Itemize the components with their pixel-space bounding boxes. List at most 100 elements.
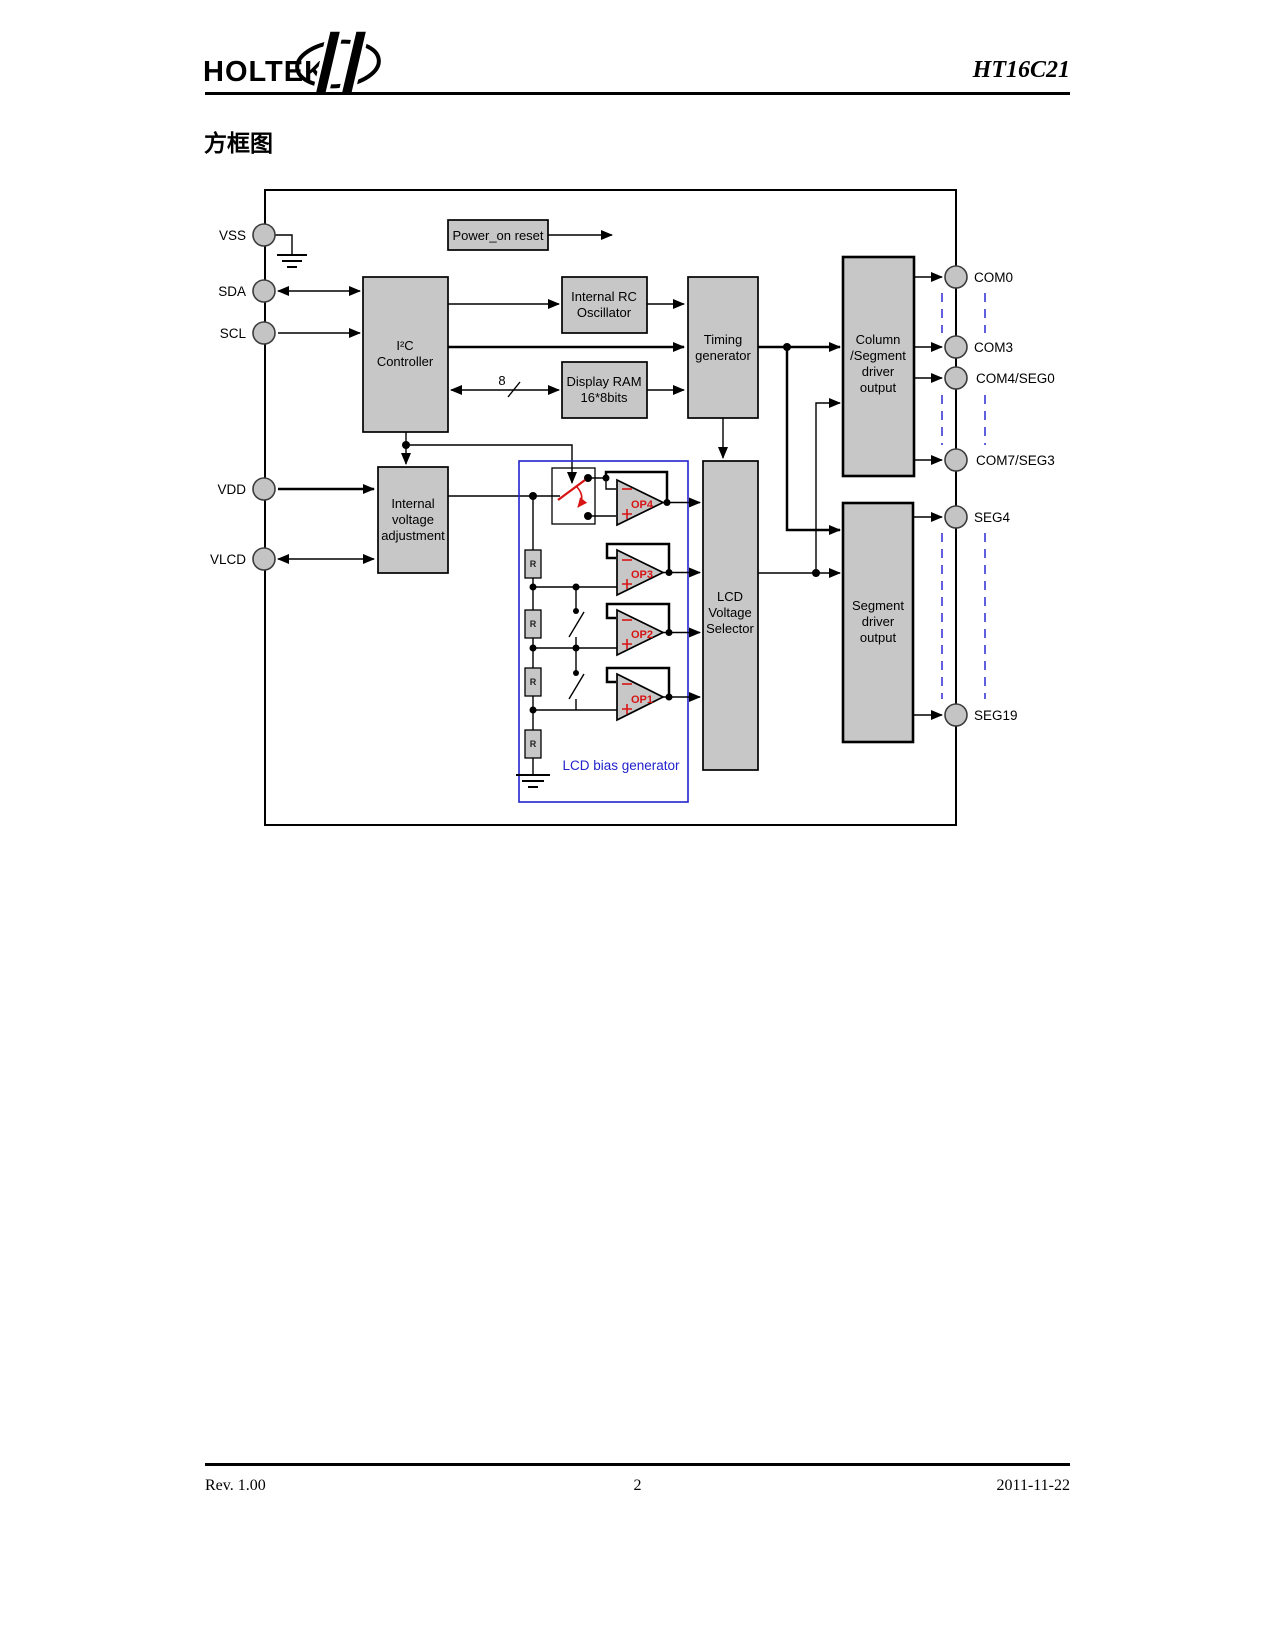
- svg-text:Internal: Internal: [391, 496, 434, 511]
- svg-text:voltage: voltage: [392, 512, 434, 527]
- pin-vdd-label: VDD: [217, 482, 246, 497]
- pin-vlcd-label: VLCD: [210, 552, 246, 567]
- lcd-bias-generator: LCD bias generator R R R R: [516, 460, 701, 803]
- resistor-3: [524, 667, 542, 697]
- opamp-op4: OP4: [588, 470, 701, 527]
- op3-label: OP3: [631, 569, 653, 581]
- svg-text:Voltage: Voltage: [708, 605, 751, 620]
- pin-com4-seg0-label: COM4/SEG0: [976, 371, 1055, 386]
- part-number: HT16C21: [972, 57, 1070, 83]
- right-pins: COM0 COM3 COM4/SEG0 COM7/SEG3 SEG4 SEG19: [944, 265, 1055, 727]
- footer-page-number: 2: [633, 1477, 642, 1494]
- logo-slash-2: [337, 28, 371, 96]
- block-power-on-reset: Power_on reset: [447, 219, 549, 251]
- svg-text:Controller: Controller: [377, 354, 434, 369]
- pin-com7-seg3-label: COM7/SEG3: [976, 453, 1055, 468]
- switch-frame: [551, 467, 596, 525]
- resistor-4-label: R: [530, 739, 537, 749]
- resistor-1: [524, 549, 542, 579]
- svg-text:Oscillator: Oscillator: [577, 305, 632, 320]
- bias-switch-2: [568, 648, 585, 710]
- pin-com3-label: COM3: [974, 340, 1013, 355]
- bias-generator-label: LCD bias generator: [562, 758, 680, 773]
- bus-slash: [507, 381, 521, 398]
- pin-scl-label: SCL: [220, 326, 247, 341]
- resistor-ladder: R R R R: [516, 496, 617, 788]
- svg-text:Power_on reset: Power_on reset: [452, 228, 543, 243]
- block-internal-rc-oscillator: Internal RC Oscillator: [561, 276, 648, 334]
- pin-vdd: [252, 477, 276, 501]
- svg-text:Display RAM: Display RAM: [566, 374, 641, 389]
- bus-width-label: 8: [498, 373, 505, 388]
- holtek-logo-text: HOLTEK: [203, 56, 327, 88]
- block-diagram: LCD bias generator R R R R: [210, 189, 1055, 826]
- svg-text:output: output: [860, 380, 897, 395]
- pin-com0: [944, 265, 968, 289]
- pin-vss: [252, 223, 276, 247]
- svg-text:/Segment: /Segment: [850, 348, 906, 363]
- block-segment-driver-output: Segment driver output: [841, 501, 915, 744]
- bias-switch-1: [568, 587, 585, 648]
- resistor-2: [524, 609, 542, 639]
- pin-sda: [252, 279, 276, 303]
- pin-com4-seg0: [944, 366, 968, 390]
- wires: [275, 230, 986, 720]
- resistor-1-label: R: [530, 559, 537, 569]
- ground-icon: [516, 774, 550, 788]
- footer-date: 2011-11-22: [996, 1477, 1070, 1494]
- ground-icon: [277, 254, 307, 268]
- left-pins: VSS SDA SCL VDD VLCD: [210, 223, 276, 571]
- block-timing-generator: Timing generator: [687, 276, 759, 419]
- footer-rule: [205, 1463, 1070, 1466]
- svg-text:adjustment: adjustment: [381, 528, 445, 543]
- pin-vlcd: [252, 547, 276, 571]
- pin-sda-label: SDA: [218, 284, 246, 299]
- block-display-ram: Display RAM 16*8bits 8: [498, 361, 648, 419]
- opamp-op2: OP2: [605, 602, 701, 657]
- svg-text:Timing: Timing: [704, 332, 743, 347]
- block-internal-voltage-adjustment: Internal voltage adjustment: [377, 466, 449, 574]
- page-title: 方框图: [204, 130, 273, 156]
- block-lcd-voltage-selector: LCD Voltage Selector: [702, 460, 759, 771]
- footer-revision: Rev. 1.00: [205, 1477, 266, 1494]
- timing-to-segdrv-wire: [785, 347, 841, 535]
- pin-com7-seg3: [944, 448, 968, 472]
- pin-continuation-dashes: [941, 293, 986, 699]
- op4-label: OP4: [631, 499, 654, 511]
- lcdvs-to-colseg-wire: [815, 398, 841, 573]
- switch-motion-arrow-icon: [576, 486, 588, 508]
- pin-com3: [944, 335, 968, 359]
- pin-seg4-label: SEG4: [974, 510, 1011, 525]
- op2-label: OP2: [631, 629, 653, 641]
- header-rule: [205, 92, 1070, 95]
- svg-text:generator: generator: [695, 348, 751, 363]
- resistor-3-label: R: [530, 677, 537, 687]
- svg-text:Segment: Segment: [852, 598, 904, 613]
- svg-text:16*8bits: 16*8bits: [581, 390, 628, 405]
- resistor-2-label: R: [530, 619, 537, 629]
- i2c-to-switch-wire: [406, 444, 577, 484]
- switch-lever: [557, 479, 586, 501]
- pin-seg4: [944, 505, 968, 529]
- holtek-logo-icon: [295, 28, 381, 96]
- svg-text:Column: Column: [856, 332, 901, 347]
- pin-vss-label: VSS: [219, 228, 246, 243]
- pin-scl: [252, 321, 276, 345]
- block-column-segment-driver-output: Column /Segment driver output: [841, 255, 916, 478]
- block-i2c-controller: I²C Controller: [362, 276, 449, 433]
- svg-text:driver: driver: [862, 614, 895, 629]
- vss-wire: [275, 234, 293, 254]
- pin-com0-label: COM0: [974, 270, 1013, 285]
- svg-text:LCD: LCD: [717, 589, 743, 604]
- svg-text:Internal RC: Internal RC: [571, 289, 637, 304]
- resistor-4: [524, 729, 542, 759]
- svg-text:Selector: Selector: [706, 621, 754, 636]
- op1-label: OP1: [631, 694, 653, 706]
- svg-text:I²C: I²C: [396, 338, 413, 353]
- opamp-op1: OP1: [605, 666, 701, 722]
- svg-text:driver: driver: [862, 364, 895, 379]
- pin-seg19-label: SEG19: [974, 708, 1018, 723]
- opamp-op3: OP3: [605, 542, 701, 597]
- pin-seg19: [944, 703, 968, 727]
